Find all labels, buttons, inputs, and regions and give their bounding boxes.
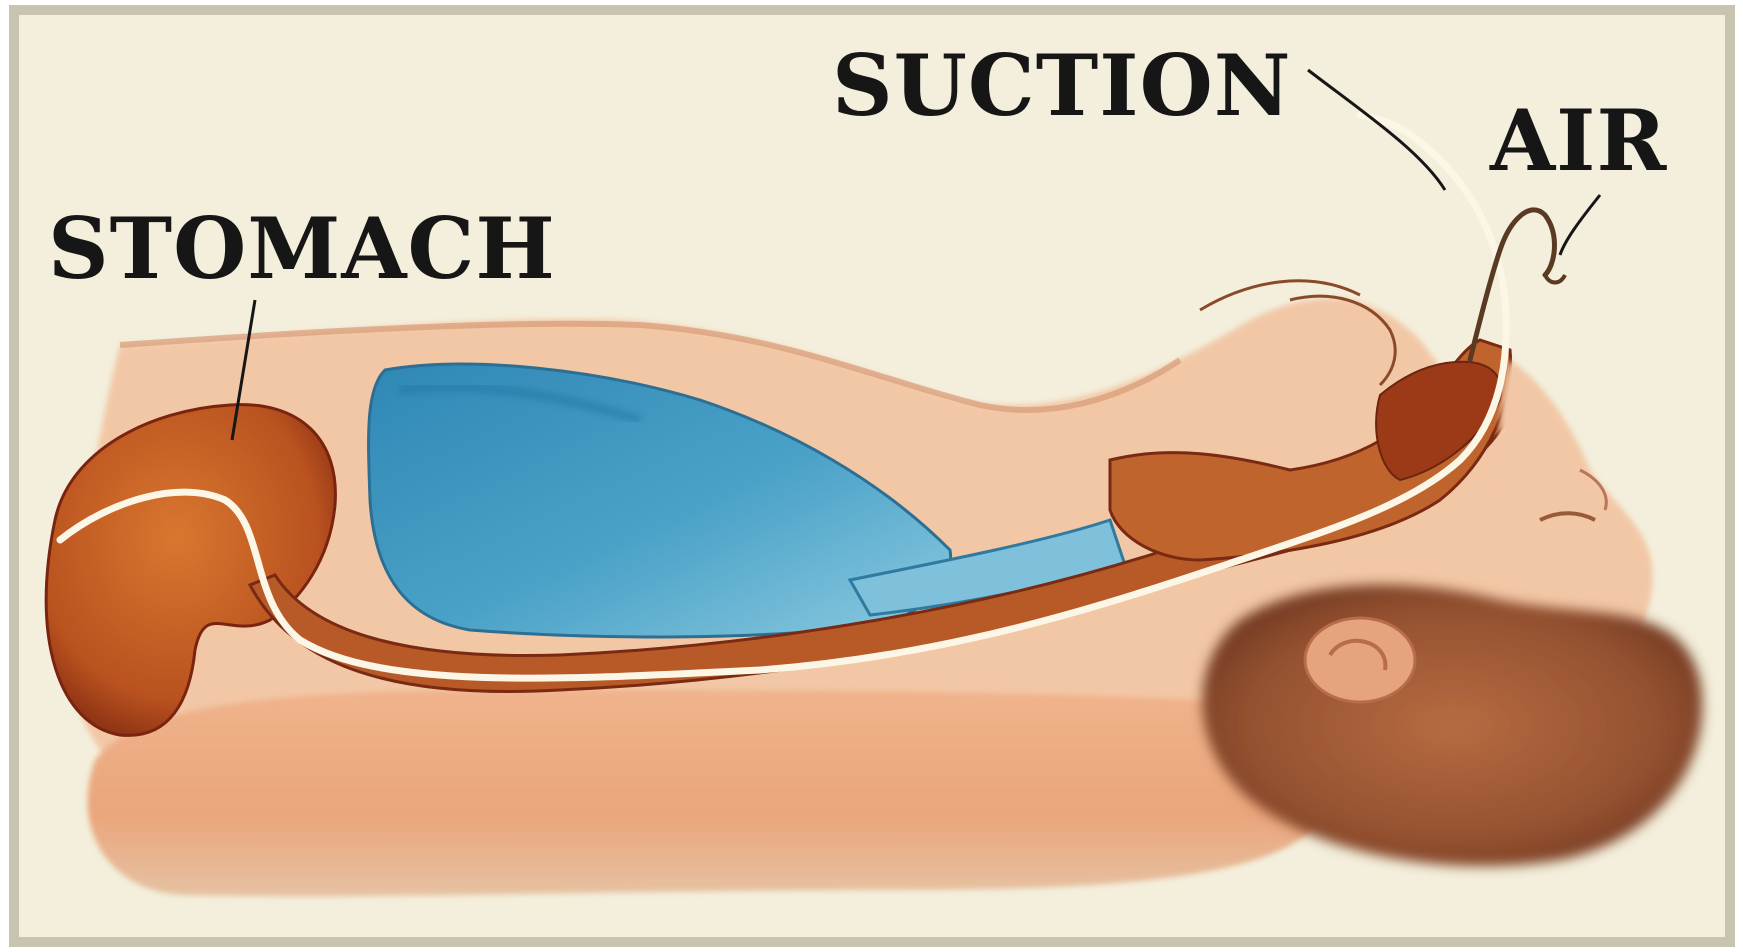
ear [1305, 618, 1415, 702]
arm [88, 690, 1335, 896]
stomach-label: STOMACH [48, 199, 556, 298]
suction-label: SUCTION [832, 36, 1292, 135]
air-label: AIR [1489, 91, 1667, 190]
